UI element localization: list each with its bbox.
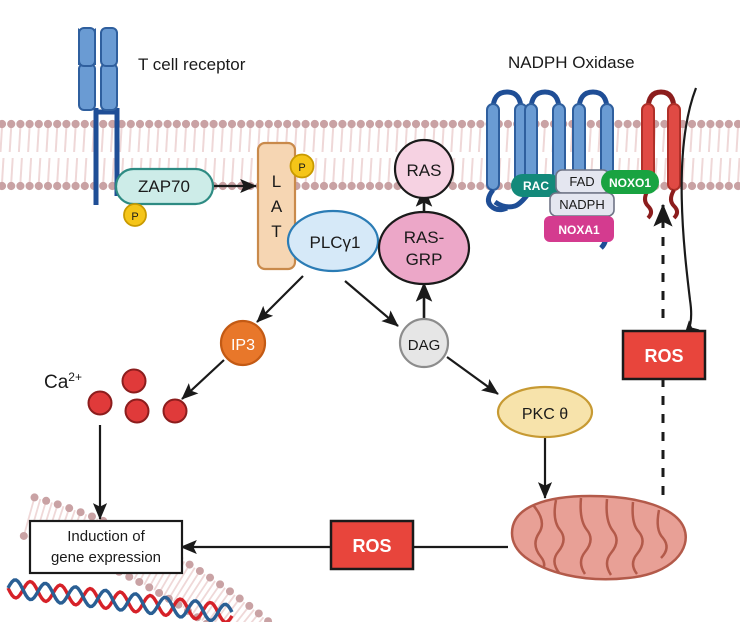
nadph-subunit-noxo1[interactable]: NOXO1 xyxy=(601,170,659,194)
node-ip3[interactable]: IP3 xyxy=(219,319,267,367)
gene-expression-line1: Induction of xyxy=(67,528,145,545)
phospho-label: P xyxy=(131,211,138,223)
dna-helix xyxy=(6,578,234,622)
ros-center-label: ROS xyxy=(352,536,391,556)
fad-label: FAD xyxy=(569,174,594,189)
dag-label: DAG xyxy=(408,337,441,354)
rac-label: RAC xyxy=(523,179,549,193)
arrow-ip3-to-calcium xyxy=(181,359,225,400)
calcium-ion xyxy=(87,390,113,416)
calcium-label-text: Ca xyxy=(44,372,69,393)
calcium-ions xyxy=(87,368,188,424)
phospho-label: P xyxy=(298,162,305,174)
node-zap70[interactable]: ZAP70 xyxy=(114,167,215,206)
lat-letter-a: A xyxy=(271,197,283,216)
node-ras[interactable]: RAS xyxy=(393,138,455,200)
nadph-subunit-rac[interactable]: RAC xyxy=(511,174,561,197)
t-cell-receptor xyxy=(78,27,120,205)
node-ros-right[interactable]: ROS xyxy=(621,329,707,381)
svg-text:Ca2+: Ca2+ xyxy=(44,370,82,393)
arrows-group xyxy=(92,87,700,555)
calcium-label: Ca2+ xyxy=(44,370,82,393)
arrow-curved-to-ros-right xyxy=(680,87,700,338)
arrow-dag-to-pkc xyxy=(446,356,499,395)
tcr-title: T cell receptor xyxy=(138,55,246,74)
phospho-zap70: P xyxy=(123,203,147,227)
rasgrp-label-line2: GRP xyxy=(406,250,443,269)
calcium-label-superscript: 2+ xyxy=(68,370,82,384)
node-lat[interactable]: L A T xyxy=(256,141,297,271)
nox-helix-pair-3 xyxy=(572,89,614,250)
nadph-label: NADPH xyxy=(559,197,605,212)
node-pkc-theta[interactable]: PKC θ xyxy=(496,385,594,439)
zap70-label: ZAP70 xyxy=(138,177,190,196)
ras-label: RAS xyxy=(407,161,442,180)
plcg1-label: PLCγ1 xyxy=(309,233,360,252)
noxo1-label: NOXO1 xyxy=(609,176,651,190)
calcium-ion xyxy=(162,398,188,424)
nadph-subunit-fad[interactable]: FAD xyxy=(555,169,610,194)
rasgrp-label-line1: RAS- xyxy=(404,228,445,247)
gene-expression-line2: gene expression xyxy=(51,549,161,566)
phospho-lat: P xyxy=(289,153,315,179)
calcium-ion xyxy=(124,398,150,424)
nox-helix-pair-2 xyxy=(493,89,566,210)
lat-letter-l: L xyxy=(272,172,281,191)
ros-right-label: ROS xyxy=(644,346,683,366)
node-gene-expression[interactable]: Induction of gene expression xyxy=(28,519,184,575)
nadph-subunit-noxa1[interactable]: NOXA1 xyxy=(544,216,614,242)
node-rasgrp[interactable]: RAS- GRP xyxy=(377,210,471,286)
calcium-ion xyxy=(121,368,147,394)
node-plcg1[interactable]: PLCγ1 xyxy=(286,209,380,273)
noxa1-label: NOXA1 xyxy=(558,223,600,237)
ip3-label: IP3 xyxy=(231,337,255,354)
arrow-plcg1-to-ip3 xyxy=(256,275,304,323)
node-dag[interactable]: DAG xyxy=(398,317,450,369)
nadph-oxidase-title: NADPH Oxidase xyxy=(508,53,635,72)
pkc-theta-label: PKC θ xyxy=(522,406,568,423)
mitochondrion xyxy=(510,494,687,581)
nox-red-helix-pair xyxy=(641,89,681,220)
nadph-oxidase-complex xyxy=(485,89,681,250)
arrow-plcg1-to-dag xyxy=(344,280,399,327)
lat-letter-t: T xyxy=(271,222,281,241)
nadph-subunit-nadph[interactable]: NADPH xyxy=(549,192,615,217)
node-ros-center[interactable]: ROS xyxy=(329,519,415,571)
